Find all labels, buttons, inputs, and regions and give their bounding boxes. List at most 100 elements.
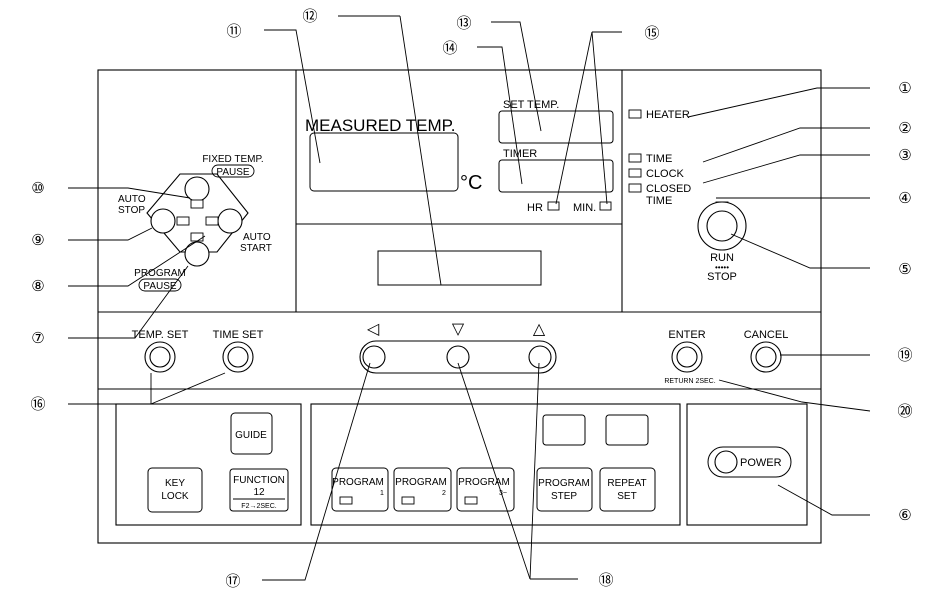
callout-10: ⑩ — [31, 179, 44, 197]
min-label: MIN. — [573, 202, 596, 214]
time-set-button[interactable] — [227, 346, 249, 368]
leader-10 — [68, 187, 191, 199]
status-indicators: HEATER TIME CLOCK CLOSED TIME — [628, 109, 691, 207]
auto-stop-button[interactable] — [150, 208, 176, 234]
callout-12: ⑫ — [302, 7, 317, 25]
function-button[interactable] — [229, 468, 289, 512]
guide-button[interactable] — [230, 412, 273, 455]
up-arrow-button[interactable] — [528, 345, 552, 369]
heater-led — [628, 109, 642, 119]
clock-led — [628, 168, 642, 178]
fixed-temp-label: FIXED TEMP. — [202, 154, 263, 165]
message-display — [377, 250, 542, 286]
panel-outer-border — [97, 69, 822, 544]
leader-3 — [702, 154, 870, 184]
leader-12 — [399, 15, 442, 286]
callout-17: ⑰ — [225, 572, 240, 590]
run-label: RUN — [710, 252, 734, 264]
pause-top-pill — [211, 164, 255, 178]
auto-start-button[interactable] — [217, 208, 243, 234]
closed-label: CLOSED — [646, 183, 691, 195]
mode-pad-outline — [146, 173, 249, 253]
leader-15b — [591, 31, 608, 205]
callout-16: ⑯ — [30, 395, 45, 413]
program-label: PROGRAM — [134, 268, 186, 279]
set-temp-label: SET TEMP. — [503, 99, 559, 111]
callout-11: ⑪ — [226, 22, 241, 40]
leader-9 — [68, 227, 153, 241]
enter-label: ENTER — [668, 329, 705, 341]
auto-start-label-1: AUTO — [243, 232, 271, 243]
hr-indicator-led — [547, 201, 560, 211]
key-lock-label-2: LOCK — [161, 491, 189, 502]
temp-set-label: TEMP. SET — [132, 329, 189, 341]
program-step-display — [542, 414, 586, 446]
leader-1 — [687, 87, 870, 118]
power-label: POWER — [740, 457, 782, 469]
repeat-set-label-1: REPEAT — [607, 478, 646, 489]
callout-5: ⑤ — [898, 260, 911, 278]
enter-button[interactable] — [676, 346, 698, 368]
program-3-number: 3~ — [499, 490, 507, 497]
left-arrow-button[interactable] — [362, 345, 386, 369]
timer-label: TIMER — [503, 148, 537, 160]
bottom-section: GUIDE KEY LOCK FUNCTION 12 F2→2SEC. PROG… — [115, 403, 808, 526]
callout-2: ② — [898, 119, 911, 137]
run-stop-dots: ••••• — [715, 263, 729, 272]
leader-18b — [529, 362, 540, 580]
repeat-set-button[interactable] — [599, 467, 656, 512]
temp-set-button[interactable] — [149, 346, 171, 368]
left-arrow-icon: ◁ — [366, 321, 380, 338]
time-set-label: TIME SET — [213, 329, 264, 341]
program-2-led — [401, 496, 415, 505]
key-lock-button[interactable] — [147, 467, 203, 513]
program-3-label: PROGRAM — [458, 477, 510, 488]
return-note: RETURN 2SEC. — [664, 378, 715, 385]
measured-temp-label: MEASURED TEMP. — [305, 116, 456, 135]
program-3-led — [464, 496, 478, 505]
callout-numbers: ① ② ③ ④ ⑤ ⑥ ⑦ ⑧ ⑨ ⑩ ⑪ ⑫ ⑬ ⑭ ⑮ ⑯ ⑰ ⑱ ⑲ ⑳ — [30, 7, 912, 590]
callout-19: ⑲ — [897, 346, 912, 364]
up-arrow-icon: △ — [533, 321, 546, 338]
timer-display — [498, 159, 614, 193]
program-2-label: PROGRAM — [395, 477, 447, 488]
down-arrow-button[interactable] — [446, 345, 470, 369]
function-label-2: 12 — [253, 487, 265, 498]
program-step-label-2: STEP — [551, 491, 577, 502]
leader-6 — [777, 484, 870, 516]
function-note: F2→2SEC. — [241, 503, 276, 510]
callout-4: ④ — [898, 189, 911, 207]
run-stop-button[interactable] — [706, 210, 738, 242]
stop-label: STOP — [707, 271, 737, 283]
pause-top-label: PAUSE — [216, 167, 249, 178]
auto-start-led — [205, 216, 219, 226]
function-label-1: FUNCTION — [233, 475, 285, 486]
callout-6: ⑥ — [898, 506, 911, 524]
pause-bottom-label: PAUSE — [143, 281, 176, 292]
leader-2 — [702, 127, 870, 163]
program-step-button[interactable] — [536, 467, 593, 512]
key-lock-label-1: KEY — [165, 478, 185, 489]
arrow-keys-frame — [359, 340, 557, 374]
program-1-number: 1 — [380, 490, 384, 497]
clock-label: CLOCK — [646, 168, 685, 180]
run-stop-group: RUN ••••• STOP — [697, 201, 747, 283]
program-pause-led — [190, 232, 204, 242]
heater-label: HEATER — [646, 109, 690, 121]
mode-pad: FIXED TEMP. PAUSE AUTO STOP AUTO START P… — [118, 154, 272, 292]
callout-9: ⑨ — [31, 231, 44, 249]
repeat-set-label-2: SET — [617, 491, 636, 502]
callout-15: ⑮ — [644, 24, 659, 42]
leader-20 — [718, 379, 871, 412]
cancel-button[interactable] — [755, 346, 777, 368]
program-pause-button[interactable] — [184, 241, 210, 267]
pause-bottom-pill — [138, 278, 182, 292]
leader-15a — [555, 31, 593, 205]
callout-18: ⑱ — [598, 571, 613, 589]
bottom-left-frame — [115, 403, 302, 526]
min-indicator-led — [599, 201, 612, 211]
leader-16b — [150, 372, 226, 405]
bottom-middle-frame — [310, 403, 681, 526]
auto-stop-label-1: AUTO — [118, 194, 146, 205]
program-step-label-1: PROGRAM — [538, 478, 590, 489]
